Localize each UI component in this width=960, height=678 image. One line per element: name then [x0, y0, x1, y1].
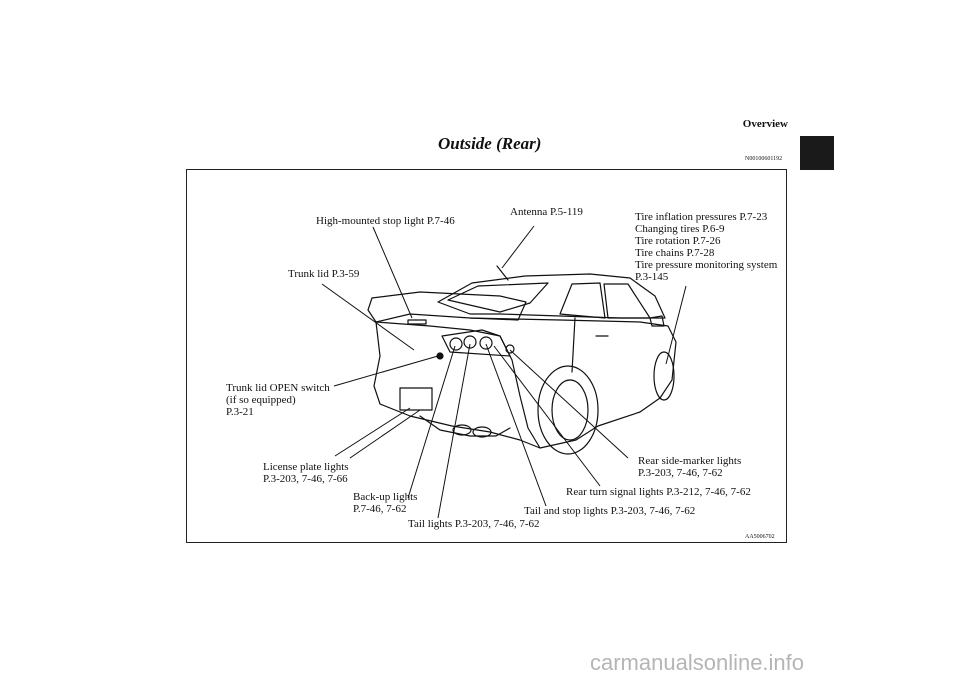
leader-tail-stop [485, 343, 547, 507]
rear-diffuser [419, 415, 511, 437]
front-wheel [653, 351, 675, 401]
callout-license-plate-lights: License plate lights P.3-203, 7-46, 7-66 [263, 461, 349, 485]
side-mirror [649, 315, 665, 327]
antenna-mast [496, 265, 509, 281]
leader-antenna [501, 225, 535, 269]
tail-light-ring-3 [479, 336, 493, 350]
high-stop-light-bar [407, 319, 427, 325]
page-header-section: Overview [742, 118, 788, 130]
tail-light-cluster [441, 329, 511, 357]
tail-light-ring-2 [463, 335, 477, 349]
leader-backup [407, 345, 456, 499]
chapter-tab-marker [800, 136, 834, 170]
tail-light-ring-1 [449, 337, 463, 351]
figure-code: AA5006702 [745, 534, 775, 540]
leader-tail [437, 343, 471, 519]
callout-antenna: Antenna P.5-119 [510, 206, 583, 218]
side-window-rear [559, 282, 606, 319]
car-roof-outline [437, 273, 666, 319]
callout-trunk-lid: Trunk lid P.3-59 [288, 268, 360, 280]
callout-tire-info: Tire inflation pressures P.7-23 Changing… [635, 211, 778, 283]
page-title: Outside (Rear) [438, 134, 542, 153]
license-plate-recess [399, 387, 433, 411]
callout-trunk-lid-open-switch: Trunk lid OPEN switch (if so equipped) P… [226, 382, 330, 418]
leader-license-1 [334, 407, 411, 457]
callout-high-mounted-stop-light: High-mounted stop light P.7-46 [316, 215, 455, 227]
leader-turn-signal [493, 345, 601, 487]
rear-wheel [537, 365, 599, 455]
side-marker [505, 344, 515, 354]
document-code: N00100601192 [745, 156, 783, 162]
leader-high-stop-light [372, 226, 413, 319]
car-body-side [469, 317, 677, 449]
leader-side-marker [509, 349, 629, 459]
figure-frame [186, 169, 787, 543]
side-window-front [603, 283, 651, 319]
leader-trunk-lid [321, 283, 415, 351]
callout-rear-turn-signal-lights: Rear turn signal lights P.3-212, 7-46, 7… [566, 486, 751, 498]
exhaust-left [452, 424, 472, 436]
leader-tire [665, 285, 687, 365]
leader-trunk-switch [333, 355, 439, 387]
door-line [571, 317, 576, 373]
callout-tail-and-stop-lights: Tail and stop lights P.3-203, 7-46, 7-62 [524, 505, 696, 517]
rear-window [447, 282, 549, 313]
callout-tail-lights: Tail lights P.3-203, 7-46, 7-62 [408, 518, 540, 530]
callout-backup-lights: Back-up lights P.7-46, 7-62 [353, 491, 418, 515]
car-rear-body [373, 321, 541, 449]
watermark: carmanualsonline.info [590, 650, 805, 675]
rear-wheel-rim [551, 379, 589, 441]
exhaust-right [472, 426, 492, 438]
leader-license-2 [349, 409, 421, 459]
callout-rear-side-marker-lights: Rear side-marker lights P.3-203, 7-46, 7… [638, 455, 742, 479]
